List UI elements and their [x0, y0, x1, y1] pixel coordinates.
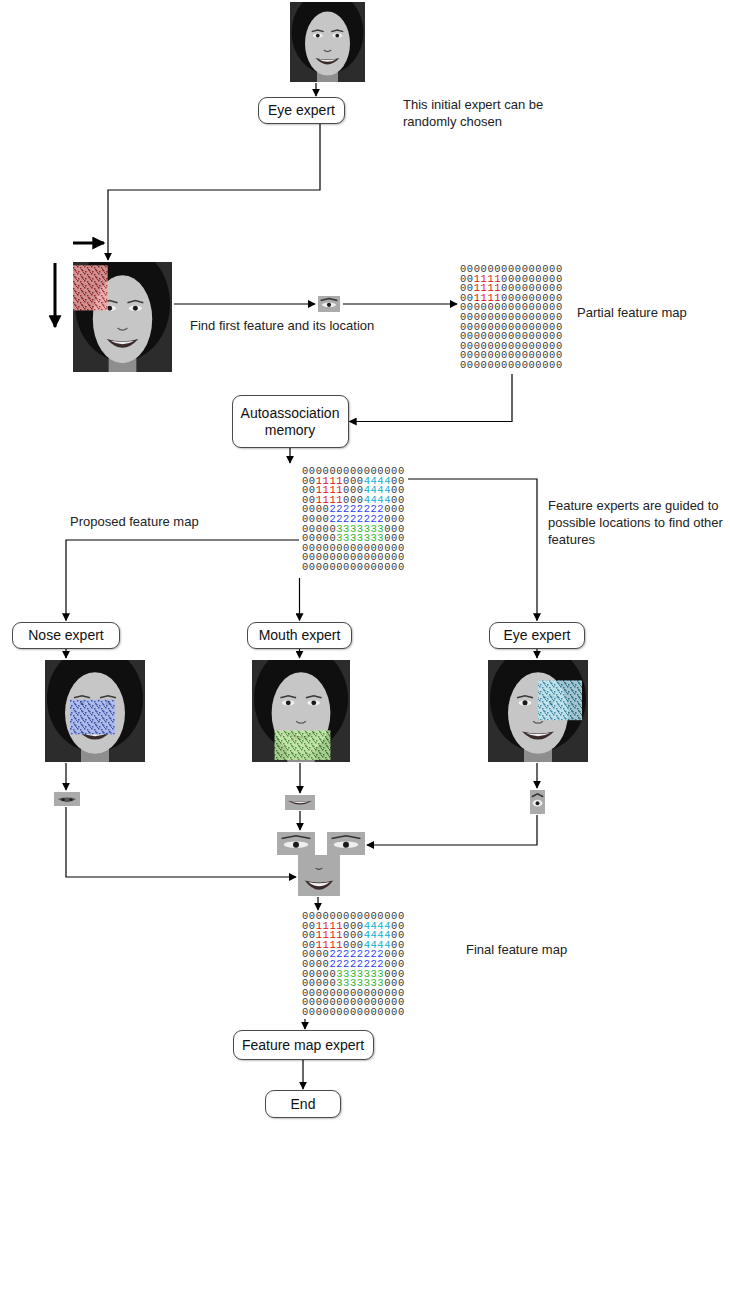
flow-arrow	[108, 124, 320, 260]
face-photo	[290, 2, 365, 82]
feature-map-row: 000000000000000	[302, 563, 405, 573]
flow-arrow	[315, 83, 316, 96]
flow-arrow	[536, 763, 537, 788]
flow-arrow	[299, 811, 300, 830]
expert-box: Nose expert	[12, 622, 120, 649]
lower-crop	[298, 855, 340, 896]
flow-arrow	[65, 649, 66, 659]
flow-arrow	[304, 1019, 305, 1029]
expert-box: Eye expert	[489, 622, 585, 649]
terminal-box: End	[265, 1090, 341, 1118]
face-photo	[45, 660, 145, 762]
box-label: Nose expert	[28, 627, 103, 644]
eye-crop	[530, 790, 545, 814]
box-label: Mouth expert	[259, 627, 341, 644]
expert-box: Mouth expert	[247, 622, 352, 649]
box-label: Eye expert	[268, 102, 335, 119]
eye-crop	[277, 832, 315, 855]
box-label: End	[291, 1096, 316, 1113]
feature-map-row: 000000000000000	[460, 361, 563, 371]
eye-crop	[327, 832, 365, 855]
eye-crop	[318, 296, 340, 312]
map-title: Partial feature map	[577, 305, 687, 322]
flow-arrow	[299, 649, 300, 659]
flow-arrow	[302, 1060, 303, 1089]
flow-arrow	[299, 578, 300, 621]
mouth-crop	[285, 795, 315, 810]
annotation-text: Feature experts are guided to possible l…	[548, 498, 726, 549]
flow-arrow	[317, 897, 318, 910]
feature-map-row: 000000000000000	[302, 1008, 405, 1018]
face-photo	[73, 262, 172, 372]
flow-arrow	[299, 763, 300, 793]
map-title: Final feature map	[466, 942, 567, 959]
annotation-text: This initial expert can be randomly chos…	[403, 97, 563, 131]
expert-box: Eye expert	[258, 97, 345, 124]
memory-box: Autoassociation memory	[232, 395, 349, 448]
face-photo	[488, 660, 588, 762]
flow-arrow	[289, 448, 290, 463]
box-label: Feature map expert	[242, 1037, 364, 1054]
nose-crop	[54, 792, 80, 806]
flow-arrow	[367, 815, 537, 845]
flow-arrow	[66, 807, 296, 877]
box-label: Eye expert	[504, 627, 571, 644]
flow-arrow	[66, 540, 299, 621]
box-label: Autoassociation memory	[240, 405, 341, 439]
flow-arrow	[73, 242, 104, 245]
flow-arrow	[408, 479, 537, 621]
annotation-text: Find first feature and its location	[190, 318, 374, 335]
flow-arrow	[536, 649, 537, 659]
flow-arrow	[174, 303, 315, 304]
expert-box: Feature map expert	[233, 1030, 374, 1060]
map-title: Proposed feature map	[70, 514, 199, 531]
flow-arrow	[350, 374, 513, 422]
flow-arrow	[65, 763, 66, 790]
flow-arrow	[54, 263, 57, 327]
face-photo	[252, 660, 350, 762]
flow-arrow	[343, 303, 457, 304]
